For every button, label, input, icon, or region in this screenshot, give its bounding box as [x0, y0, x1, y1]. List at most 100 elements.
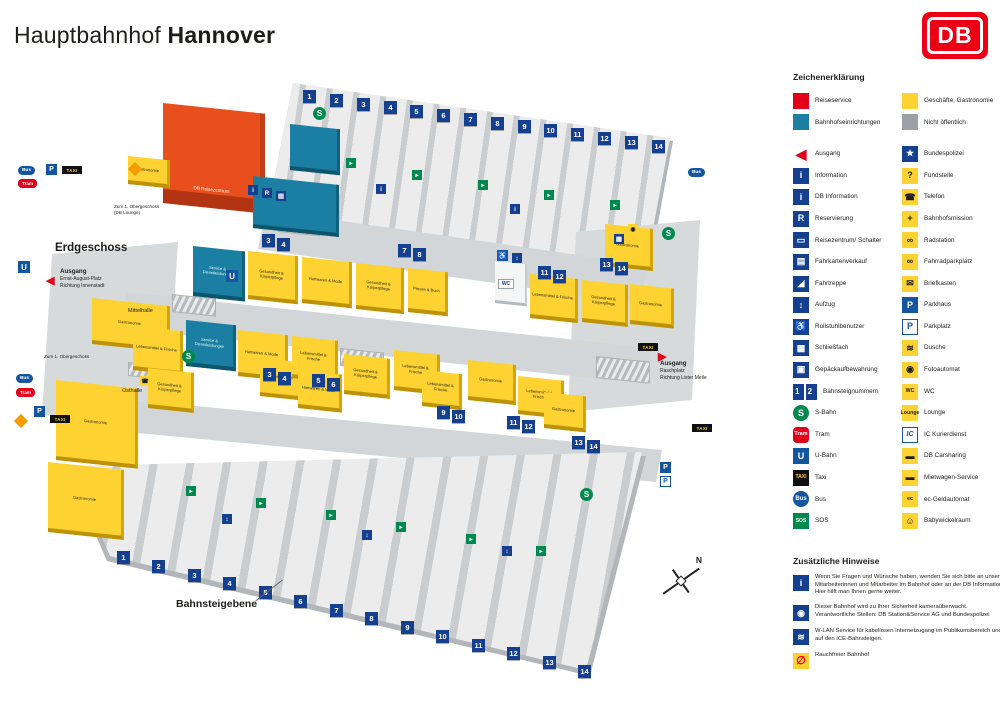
platform-number: 14 [578, 665, 591, 678]
legend-item-label: Fotoautomat [924, 366, 960, 374]
platform-number: 2 [330, 94, 343, 107]
legend-panel: Zeichenerklärung Reiseservice Bahnhofs­e… [793, 72, 1000, 532]
map-badge-icon: S [662, 227, 675, 240]
platform-number: 4 [278, 372, 291, 385]
platform-number: 10 [544, 124, 557, 137]
legend-item-icon: U [793, 448, 809, 465]
legend-item-label: Telefon [924, 193, 945, 201]
legend-item-icon: ✉ [902, 275, 918, 292]
to-upper-floor-label: Zum 1. Obergeschoss [44, 354, 90, 359]
exit-east-line2: Richtung Lister Meile [660, 374, 707, 381]
legend-item: Reiseservice [793, 90, 896, 112]
legend-item-icon: ? [902, 167, 918, 184]
legend-item-label: Fahrkartenverkauf [815, 258, 867, 266]
legend-item-icon: i [793, 189, 809, 206]
legend-item: S S-Bahn [793, 402, 896, 424]
legend-item: ≋ Dusche [902, 338, 1000, 360]
legend-item: R Reservierung [793, 208, 896, 230]
legend-item-icon: ◢ [793, 275, 809, 292]
exit-east-line1: Raschplatz [660, 368, 685, 375]
map-badge-icon: ▸ [396, 522, 406, 532]
legend-item: P Parkplatz [902, 316, 1000, 338]
legend-item-icon: ec [902, 491, 918, 508]
title-regular: Hauptbahnhof [14, 22, 161, 48]
platform-number: 13 [625, 136, 638, 149]
legend-item: 1 2 Bahnsteig­nummern [793, 381, 896, 403]
map-badge-icon: ▦ [614, 234, 624, 244]
page-title: Hauptbahnhof Hannover [14, 22, 275, 49]
legend-item: i Information [793, 165, 896, 187]
legend-item-icon: ★ [902, 145, 918, 162]
legend-columns: Reiseservice Bahnhofs­einrichtungen ◀ Au… [793, 90, 1000, 532]
legend-item-label: Reiseservice [815, 96, 852, 104]
legend-item-label: Bus [815, 495, 827, 503]
map-badge-icon: ↕ [502, 546, 512, 556]
legend-item: IC IC Kurierdienst [902, 424, 1000, 446]
legend-item-label: Dusche [924, 344, 946, 352]
map-badge-icon: ◀ [46, 275, 55, 287]
legend-item-icon: ↕ [793, 297, 809, 314]
map-badge-icon: ♿ [497, 250, 508, 261]
platform-number: 2 [152, 560, 165, 573]
platform-number: 3 [357, 98, 370, 111]
legend-item-icon: SOS [793, 513, 809, 530]
legend-item-label: Aufzug [815, 301, 835, 309]
note-item-text: Wenn Sie Fragen und Wünsche haben, wende… [815, 574, 1000, 596]
map-badge-icon: Bus [16, 374, 33, 383]
legend-item-icon: 1 2 [793, 383, 817, 400]
map-badge-icon: ▸ [256, 498, 266, 508]
compass-north-label: N [695, 555, 702, 565]
map-badge-icon: S [182, 350, 195, 363]
platform-number: 1 [303, 90, 316, 103]
legend-item-label: WC [924, 387, 935, 395]
mittelhalle-label: Mittelhalle [128, 308, 153, 314]
notes-title: Zusätzliche Hinweise [793, 556, 880, 566]
legend-item-icon: Tram [793, 426, 809, 443]
map-badge-icon: ▶ [658, 351, 667, 363]
map-badge-icon: Tram [18, 179, 37, 188]
map-badge-icon: ▸ [326, 510, 336, 520]
legend-item-icon: ▣ [793, 361, 809, 378]
legend-item-icon: IC [902, 426, 918, 443]
legend-item-label: Bahnhofsmission [924, 214, 973, 222]
legend-item-icon: ▦ [793, 340, 809, 357]
platform-number: 4 [223, 577, 236, 590]
platform-number: 8 [491, 117, 504, 130]
legend-item-icon: ▬ [902, 469, 918, 486]
map-badge-icon: i [248, 185, 258, 195]
platform-number: 7 [398, 244, 411, 257]
legend-item-label: Reisezentrum/ Schalter [815, 236, 882, 244]
map-badge-icon: Tram [16, 388, 35, 397]
note-item-icon: ∅ [793, 653, 809, 670]
legend-item-icon: TAXI [793, 469, 809, 486]
legend-item-label: Mietwagen-Service [924, 474, 979, 482]
platform-number: 4 [384, 101, 397, 114]
legend-item-icon: ≋ [902, 340, 918, 357]
map-badge-icon: TAXI [638, 343, 658, 351]
legend-item: WC WC [902, 381, 1000, 403]
legend-item: ▤ Fahrkartenverkauf [793, 251, 896, 273]
legend-item-icon: ♿ [793, 318, 809, 335]
legend-item: U U-Bahn [793, 446, 896, 468]
legend-item: i DB Information [793, 186, 896, 208]
map-badge-icon: ▸ [346, 158, 356, 168]
legend-item-icon: ☎ [902, 189, 918, 206]
legend-item: ☎ Telefon [902, 186, 1000, 208]
legend-item: ∞ Fahrradparkplatz [902, 251, 1000, 273]
legend-item: ▭ Reisezentrum/ Schalter [793, 230, 896, 252]
map-badge-icon: S [580, 488, 593, 501]
platform-number: 14 [587, 440, 600, 453]
legend-item-icon: ▭ [793, 232, 809, 249]
platform-number: 6 [294, 595, 307, 608]
map-badge-icon: U [226, 270, 238, 282]
map-badge-icon: U [18, 261, 30, 273]
platform-number: 3 [263, 368, 276, 381]
legend-item-icon: Lounge [901, 405, 919, 422]
legend-item: ◉ Fotoautomat [902, 359, 1000, 381]
legend-column-2: Geschäfte, Gastronomie Nicht öffentlich … [901, 90, 1000, 532]
legend-item-icon: P [902, 318, 918, 335]
map-badge-icon: i [376, 184, 386, 194]
legend-item-icon: P [902, 297, 918, 314]
legend-item: Tram Tram [793, 424, 896, 446]
